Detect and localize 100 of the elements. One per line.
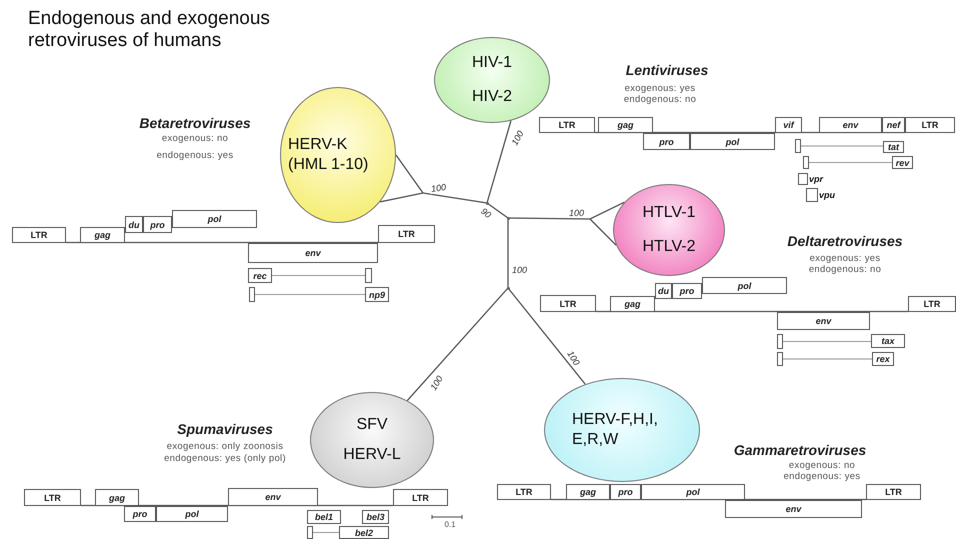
clade-label: Spumaviruses — [177, 421, 273, 437]
exon-box — [777, 334, 783, 349]
clade-label: Lentiviruses — [626, 62, 708, 78]
splice-line — [782, 341, 872, 342]
gene-box: env — [819, 117, 882, 133]
virus-name: HERV-F,H,I, E,R,W — [572, 410, 659, 450]
virus-name: HERV-L — [343, 445, 401, 465]
gene-box: LTR — [905, 117, 955, 133]
status-note: endogenous: yes — [784, 471, 860, 482]
gene-box: gag — [610, 296, 655, 312]
splice-line — [782, 358, 872, 360]
virus-name: HIV-2 — [472, 87, 512, 107]
title: Endogenous and exogenous retroviruses of humans — [28, 8, 271, 52]
tree-branch — [507, 218, 509, 288]
gene-box: pro — [643, 133, 690, 150]
tree-branch — [507, 202, 626, 246]
genome-line — [596, 310, 908, 312]
gene-box: pol — [156, 506, 228, 522]
gene-box: pro — [124, 506, 156, 522]
status-note: exogenous: no — [788, 460, 856, 471]
gene-box: pro — [672, 283, 702, 299]
status-note: endogenous: yes (only pol) — [164, 453, 286, 464]
gene-box: gag — [80, 227, 125, 243]
exon-box — [795, 139, 801, 153]
exon-box — [777, 352, 783, 366]
status-note: endogenous: no — [624, 94, 696, 105]
branch-point — [506, 286, 510, 290]
exon-box — [803, 156, 809, 169]
status-note: exogenous: yes — [624, 83, 696, 94]
status-note: exogenous: yes — [810, 253, 880, 264]
gene-box: LTR — [539, 117, 595, 133]
gene-box: tat — [883, 141, 904, 153]
gene-box: rev — [892, 156, 913, 169]
exon-box — [365, 268, 372, 283]
gene-box: rex — [872, 352, 894, 366]
gene-box: bel3 — [362, 510, 389, 524]
gene-box: pol — [172, 210, 257, 228]
bootstrap-value: 100 — [511, 265, 528, 275]
gene-box: env — [777, 312, 870, 330]
exon-box — [249, 287, 255, 302]
virus-name: HERV-K (HML 1-10) — [288, 135, 370, 175]
gene-name: vpr — [809, 173, 824, 185]
tree-branch — [406, 288, 508, 401]
gene-box: LTR — [866, 484, 921, 500]
clade-label: Gammaretroviruses — [734, 442, 866, 458]
tree-branch — [486, 202, 508, 219]
virus-name: HTLV-2 — [642, 237, 696, 257]
gene-box: env — [725, 500, 862, 518]
virus-name: HIV-1 — [472, 53, 512, 73]
gene-box: LTR — [540, 295, 596, 312]
splice-line — [272, 275, 366, 276]
gene-box: np9 — [365, 287, 389, 302]
gene-box: LTR — [908, 296, 956, 312]
gene-box: pro — [143, 216, 172, 233]
gene-box: bel2 — [339, 526, 389, 539]
genome-line — [551, 498, 866, 500]
gene-box: bel1 — [307, 510, 341, 524]
gene-box: rec — [248, 268, 272, 283]
gene-box: env — [228, 488, 318, 506]
gene-box: du — [655, 283, 672, 299]
tree-branch — [486, 120, 512, 204]
gene-box: LTR — [378, 225, 435, 243]
gene-box: vif — [775, 117, 802, 133]
branch-point — [506, 216, 510, 220]
genome-line — [66, 242, 378, 244]
gene-box: LTR — [12, 227, 66, 243]
gene-box: tax — [871, 334, 905, 348]
gene-box: LTR — [393, 489, 448, 506]
splice-line — [312, 532, 340, 533]
status-note: endogenous: no — [808, 264, 882, 275]
branch-point — [486, 202, 488, 204]
gene-box: pro — [610, 484, 641, 500]
exon-box — [307, 526, 313, 539]
gene-box: env — [248, 243, 378, 263]
splice-line — [808, 162, 892, 163]
gene-box: gag — [95, 489, 139, 506]
tree-branch — [379, 154, 488, 204]
gene-box: pol — [702, 277, 787, 294]
gene-box: LTR — [24, 489, 81, 506]
clade-label: Betaretroviruses — [139, 115, 251, 131]
virus-name: SFV — [356, 415, 388, 435]
gene-box: nef — [882, 117, 905, 133]
gene-box: gag — [598, 117, 653, 133]
genome-line — [81, 504, 393, 506]
scale-value: 0.1 — [444, 520, 456, 529]
gene-name: vpu — [819, 189, 836, 202]
virus-name: HTLV-1 — [642, 203, 696, 223]
status-note: exogenous: no — [162, 133, 228, 144]
gene-box: LTR — [497, 484, 551, 500]
splice-line — [254, 294, 366, 295]
gene-box: du — [125, 216, 143, 233]
bootstrap-value: 100 — [568, 208, 586, 218]
bootstrap-value: 100 — [429, 182, 448, 194]
gene-box: gag — [566, 484, 610, 500]
status-note: endogenous: yes — [156, 150, 234, 161]
status-note: exogenous: only zoonosis — [166, 441, 284, 452]
tree-branch — [508, 288, 586, 385]
clade-label: Deltaretroviruses — [787, 233, 903, 249]
gene-box: pol — [641, 484, 745, 500]
gene-box: pol — [690, 133, 775, 150]
